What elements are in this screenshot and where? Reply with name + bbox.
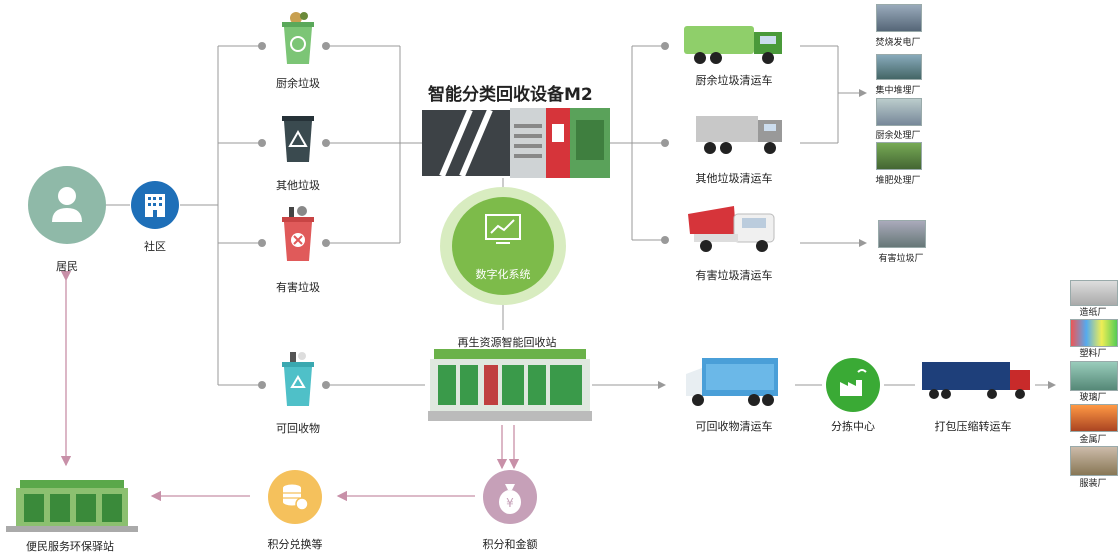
hazardous-plant-label: 有害垃圾厂 xyxy=(878,254,924,264)
digital-system-core xyxy=(452,197,554,295)
kitchen-truck xyxy=(682,22,786,70)
person-icon xyxy=(52,187,82,222)
paper-factory-image xyxy=(1070,280,1118,306)
glass-factory-image xyxy=(1070,361,1118,391)
coins-icon xyxy=(283,484,309,511)
diagram-title: 智能分类回收设备M2 xyxy=(428,85,593,105)
community-label: 社区 xyxy=(144,240,166,253)
points-exchange-label: 积分兑换等 xyxy=(267,538,323,551)
compress-truck-label: 打包压缩转运车 xyxy=(934,420,1012,433)
resident-label: 居民 xyxy=(56,260,78,273)
points-money-node: ¥ xyxy=(483,470,537,524)
other-bin-label: 其他垃圾 xyxy=(276,179,320,192)
kitchen-bin xyxy=(280,10,316,70)
community-node xyxy=(131,181,179,229)
hazardous-truck xyxy=(684,204,784,260)
hazardous-bin-label: 有害垃圾 xyxy=(276,281,320,294)
compost-plant-image xyxy=(876,142,922,170)
landfill-plant-label: 集中堆埋厂 xyxy=(875,86,921,96)
building-icon xyxy=(145,194,165,217)
recyclable-bin-label: 可回收物 xyxy=(276,422,320,435)
resident-node xyxy=(28,166,106,244)
m2-machine xyxy=(422,104,612,184)
service-station-image xyxy=(6,476,138,536)
hazardous-truck-label: 有害垃圾清运车 xyxy=(695,269,773,282)
clothing-factory-label: 服装厂 xyxy=(1079,479,1107,489)
digital-system-label: 数字化系统 xyxy=(475,268,531,281)
svg-text:¥: ¥ xyxy=(506,496,514,510)
hazardous-plant-image xyxy=(878,220,926,248)
recyclable-bin xyxy=(280,350,316,412)
chart-monitor-icon xyxy=(484,213,522,249)
kitchen-proc-plant-label: 厨余处理厂 xyxy=(875,131,921,141)
other-truck xyxy=(694,112,786,160)
recyclable-truck xyxy=(684,356,782,412)
metal-factory-image xyxy=(1070,404,1118,432)
points-exchange-node xyxy=(268,470,322,524)
kitchen-truck-label: 厨余垃圾清运车 xyxy=(695,74,773,87)
service-station-label: 便民服务环保驿站 xyxy=(26,540,114,553)
recycling-station xyxy=(428,349,592,425)
factory-icon xyxy=(840,369,867,396)
paper-factory-label: 造纸厂 xyxy=(1079,308,1107,318)
plastic-factory-label: 塑料厂 xyxy=(1079,349,1107,359)
sorting-center-label: 分拣中心 xyxy=(831,420,875,433)
compost-plant-label: 堆肥处理厂 xyxy=(875,176,921,186)
metal-factory-label: 金属厂 xyxy=(1079,435,1107,445)
hazardous-bin xyxy=(280,205,316,267)
plastic-factory-image xyxy=(1070,319,1118,347)
compress-truck xyxy=(920,360,1034,406)
landfill-plant-image xyxy=(876,54,922,80)
money-bag-icon: ¥ xyxy=(499,484,521,514)
points-money-label: 积分和金额 xyxy=(482,538,538,551)
incineration-plant-image xyxy=(876,4,922,32)
glass-factory-label: 玻璃厂 xyxy=(1079,393,1107,403)
recyclable-truck-label: 可回收物清运车 xyxy=(695,420,773,433)
other-truck-label: 其他垃圾清运车 xyxy=(695,172,773,185)
sorting-center xyxy=(826,358,880,412)
kitchen-proc-plant-image xyxy=(876,98,922,126)
kitchen-bin-label: 厨余垃圾 xyxy=(276,77,320,90)
incineration-plant-label: 焚烧发电厂 xyxy=(875,38,921,48)
clothing-factory-image xyxy=(1070,446,1118,476)
station-label: 再生资源智能回收站 xyxy=(457,336,557,349)
other-bin xyxy=(280,108,316,168)
